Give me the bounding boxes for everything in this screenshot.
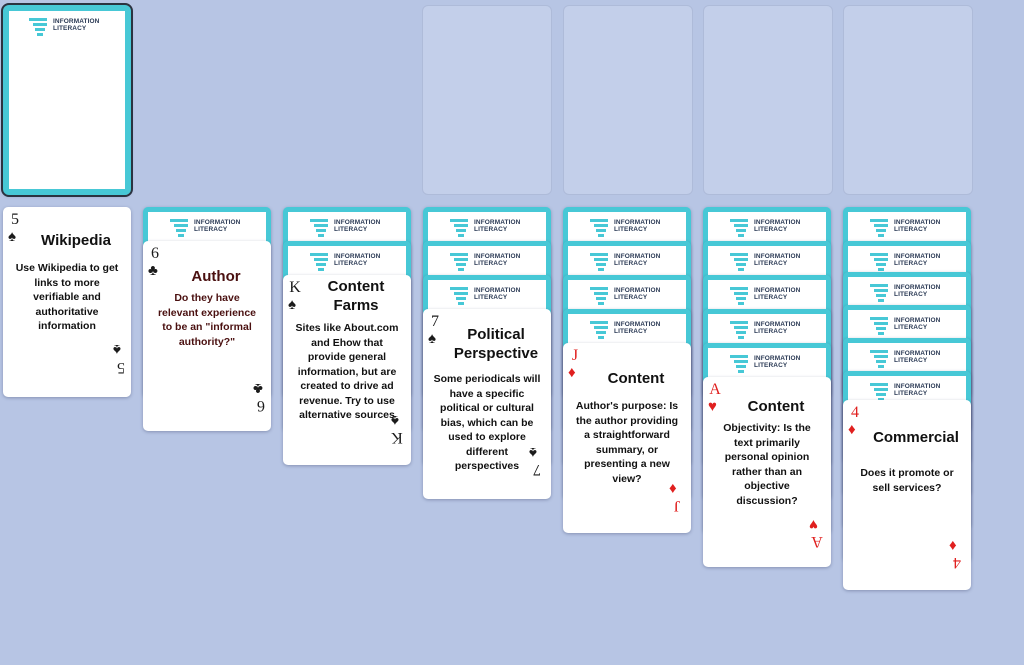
card-rank: K [391, 429, 403, 446]
suit-icon: ♦ [848, 421, 856, 438]
card-rank: 5 [11, 211, 19, 228]
card-rank: J [673, 497, 681, 514]
card-title: Wikipedia [41, 232, 111, 249]
card-text: Objectivity: Is the text primarily perso… [723, 422, 811, 507]
card-rank: K [289, 279, 301, 296]
suit-icon: ♠ [113, 341, 121, 358]
card-title: Content [747, 398, 805, 415]
card-rank: 5 [117, 359, 125, 376]
card-rank: 4 [953, 554, 961, 571]
suit-icon: ♣ [148, 262, 158, 279]
suit-icon: ♠ [391, 412, 399, 429]
card-rank: 4 [851, 404, 859, 421]
suit-icon: ♦ [669, 480, 677, 497]
card-title: Political Perspective [453, 326, 539, 362]
suit-icon: ♠ [288, 296, 296, 313]
card-title: Commercial [873, 429, 959, 446]
card-text: Do they have relevant experience to be a… [157, 292, 257, 348]
card-rank: A [709, 381, 721, 398]
card-title: Content [607, 370, 665, 387]
card-text: Some periodicals will have a specific po… [433, 373, 541, 472]
foundation-slot-4[interactable] [843, 5, 973, 195]
card-rank: J [571, 347, 579, 364]
card-title: Author [191, 268, 241, 285]
suit-icon: ♦ [568, 364, 576, 381]
card-rank: 7 [533, 461, 541, 478]
card-rank: 6 [257, 397, 265, 414]
suit-icon: ♣ [253, 380, 263, 397]
suit-icon: ♥ [708, 398, 717, 415]
card-text: Does it promote or sell services? [860, 467, 954, 494]
foundation-slot-3[interactable] [703, 5, 833, 195]
suit-icon: ♥ [809, 516, 818, 533]
card-rank: A [811, 533, 823, 550]
suit-icon: ♠ [428, 330, 436, 347]
card-rank: 6 [151, 245, 159, 262]
card-title: Content Farms [327, 278, 385, 314]
card-text: Use Wikipedia to get links to more verif… [15, 262, 119, 332]
card-text: Sites like About.com and Ehow that provi… [295, 322, 399, 421]
foundation-slot-1[interactable] [422, 5, 552, 195]
card-rank: 7 [431, 313, 439, 330]
suit-icon: ♠ [8, 228, 16, 245]
suit-icon: ♠ [529, 444, 537, 461]
card-text: Author's purpose: Is the author providin… [575, 400, 679, 485]
suit-icon: ♦ [949, 537, 957, 554]
foundation-slot-2[interactable] [563, 5, 693, 195]
